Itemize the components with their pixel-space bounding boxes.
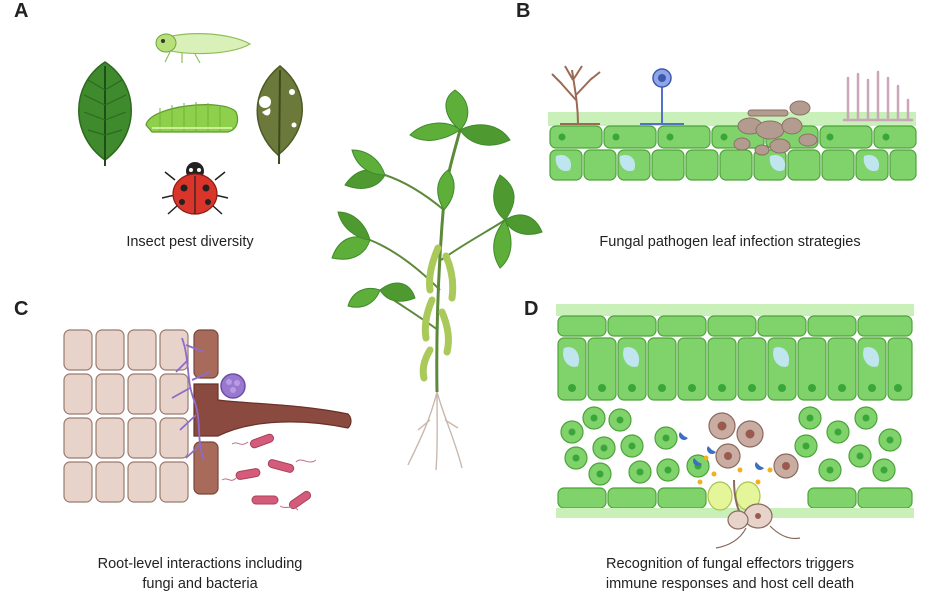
fungal-hyphae xyxy=(171,337,211,461)
fungal-spore-icon xyxy=(715,479,801,549)
panel-d-caption-line2: immune responses and host cell death xyxy=(605,576,855,592)
fungal-hyphae-branched xyxy=(551,65,601,125)
panel-a-illustration xyxy=(78,33,303,215)
panel-c-illustration xyxy=(63,329,352,511)
panel-a-caption: Insect pest diversity xyxy=(126,234,254,250)
panel-d-caption: Recognition of fungal effectors triggers… xyxy=(560,554,900,594)
panel-d-caption-line1: Recognition of fungal effectors triggers xyxy=(606,556,854,572)
panel-a-letter: A xyxy=(14,0,29,22)
ladybug-icon xyxy=(161,162,229,215)
leaf-icon xyxy=(78,61,132,166)
panel-c-caption-line1: Root-level interactions including xyxy=(97,556,303,572)
root-cells xyxy=(63,329,189,503)
stomata-guard-cells xyxy=(707,481,761,511)
spongy-mesophyll xyxy=(560,406,902,486)
epidermis-cells-top xyxy=(549,125,917,149)
panel-c-letter: C xyxy=(14,298,29,320)
immune-receptors xyxy=(679,432,764,470)
upper-epidermis xyxy=(557,315,913,337)
panel-c-caption: Root-level interactions including fungi … xyxy=(40,554,360,594)
palisade-cells xyxy=(549,149,917,181)
lower-epidermis xyxy=(557,487,913,509)
panel-b-letter: B xyxy=(516,0,531,22)
panel-d-letter: D xyxy=(524,298,539,320)
panel-b-illustration xyxy=(548,65,917,181)
root-hair xyxy=(193,383,352,437)
bacteria-icon xyxy=(235,433,312,510)
panel-d-illustration xyxy=(556,304,914,549)
fungal-invasion-blob xyxy=(733,100,818,156)
caterpillar-icon xyxy=(145,102,239,133)
fungal-spore-icon xyxy=(640,68,684,125)
leafhopper-icon xyxy=(155,33,252,64)
fungal-conidiophores xyxy=(842,70,914,122)
fungal-spore-icon xyxy=(220,373,246,399)
soybean-plant-icon xyxy=(331,89,543,471)
panel-b-caption: Fungal pathogen leaf infection strategie… xyxy=(599,234,861,250)
palisade-layer xyxy=(557,337,913,401)
panel-c-caption-line2: fungi and bacteria xyxy=(142,576,258,592)
damaged-leaf-icon xyxy=(256,65,303,165)
